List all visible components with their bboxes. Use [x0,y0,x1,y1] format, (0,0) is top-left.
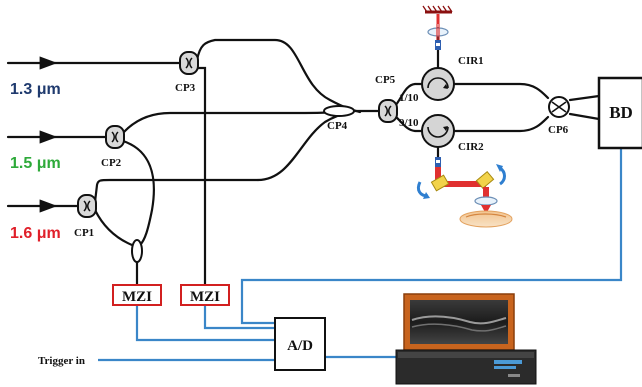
bd-label: BD [609,103,633,122]
mzi-left-box: MZI [112,284,162,306]
ratio-bottom-label: 9/10 [399,117,419,129]
computer-workstation-icon [395,293,537,385]
ratio-top-label: 1/10 [399,92,419,104]
trigger-in-label: Trigger in [38,355,85,367]
coupler-cp5 [378,99,398,123]
cp4-label: CP4 [327,120,348,132]
balanced-detector: BD [597,76,642,150]
cp6-label: CP6 [548,124,569,136]
mzi-right-box: MZI [180,284,230,306]
optical-fibers [6,26,601,287]
wavelength-1500-label: 1.5 μm [10,155,61,172]
tissue-sample [459,210,513,228]
cp1-label: CP1 [74,227,94,239]
ad-converter: A/D [274,317,326,371]
coupler-cp2 [105,125,125,149]
wavelength-1300-label: 1.3 μm [10,81,61,98]
ad-label: A/D [287,338,313,354]
cp5-label: CP5 [375,74,396,86]
cir2-label: CIR2 [458,141,484,153]
cir1-label: CIR1 [458,55,484,67]
mzi-right-label: MZI [190,289,220,305]
galvo-scanner-icon [416,157,506,214]
coupler-cp4 [323,105,355,117]
coupler-cp3 [179,51,199,75]
coupler-cp1 [77,194,97,218]
reference-mirror-icon [422,5,453,50]
circulator-cir1 [421,67,455,101]
mzi-coupler [131,239,143,263]
cp2-label: CP2 [101,157,122,169]
cp3-label: CP3 [175,82,196,94]
circulator-cir2 [421,114,455,148]
wavelength-1600-label: 1.6 μm [10,225,61,242]
electrical-lines [98,148,623,362]
mzi-left-label: MZI [122,289,152,305]
